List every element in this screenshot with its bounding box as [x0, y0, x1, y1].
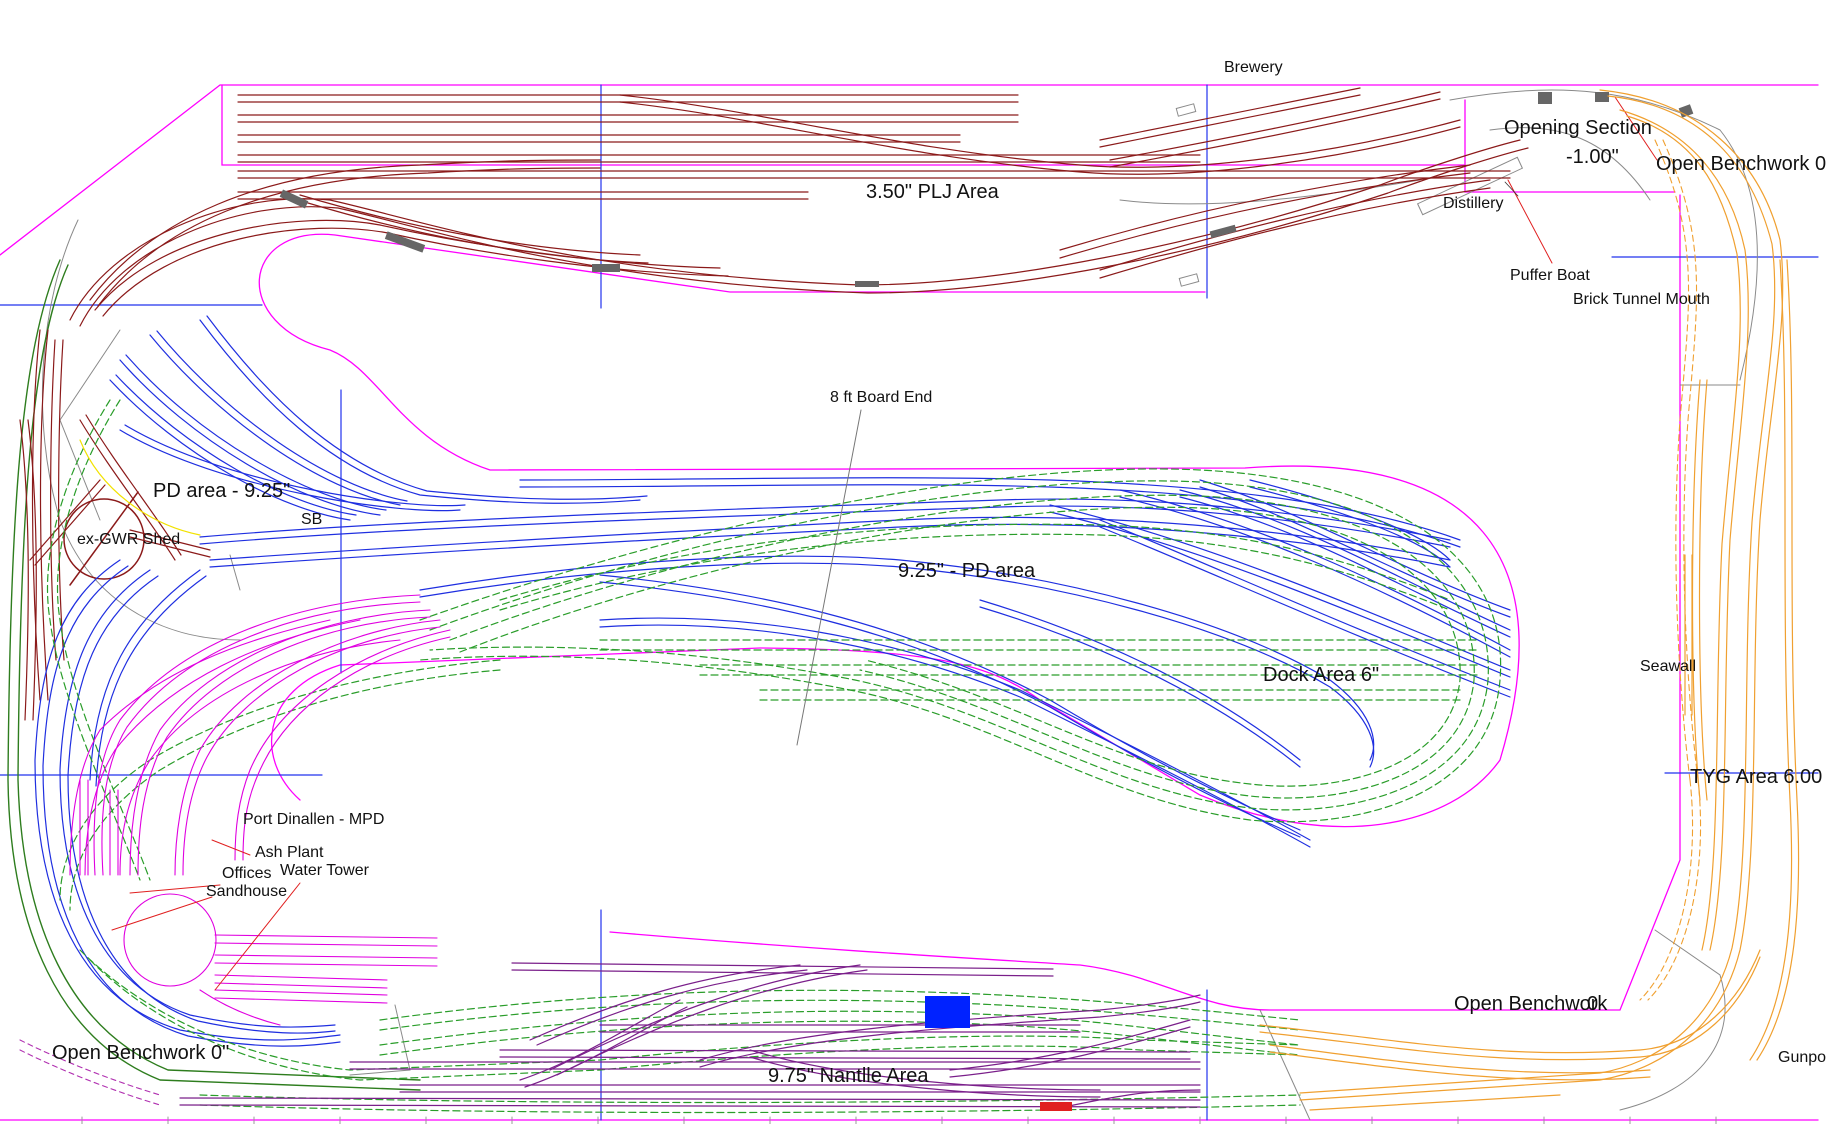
label-opening-section: Opening Section	[1504, 117, 1652, 139]
tyg-dashed-track	[1639, 139, 1702, 1001]
building-blue	[925, 996, 970, 1028]
baseboard-outline	[0, 84, 1819, 1121]
label-open-benchwork-top: Open Benchwork 0	[1656, 153, 1826, 175]
outer-loop-track	[7, 259, 421, 1091]
label-open-benchwork-right-suffix: 0	[1587, 993, 1599, 1015]
ash-plant-line	[111, 96, 1658, 991]
hidden-dashed-track	[46, 399, 1502, 1114]
label-seawall: Seawall	[1640, 658, 1697, 675]
label-sb: SB	[301, 511, 323, 528]
label-puffer-boat: Puffer Boat	[1510, 267, 1590, 284]
label-dock-area: Dock Area 6"	[1263, 664, 1380, 686]
nantlle-dashed-tail	[19, 1039, 161, 1106]
label-opening-offset: -1.00"	[1566, 146, 1619, 168]
pd-area-track	[34, 315, 1511, 1047]
label-pd-area-centre: 9.25" - PD area	[898, 560, 1036, 582]
label-water-tower: Water Tower	[280, 862, 369, 879]
label-brick-tunnel-mouth: Brick Tunnel Mouth	[1573, 291, 1710, 308]
label-nantlle-area: 9.75" Nantlle Area	[768, 1065, 929, 1087]
label-pd-area-left: PD area - 9.25"	[153, 480, 291, 502]
label-gunpowder: Gunpo	[1778, 1049, 1826, 1066]
label-offices: Offices	[222, 865, 272, 882]
loco-red	[1040, 1102, 1072, 1111]
tyg-area-track	[1259, 89, 1800, 1111]
board-end-line	[796, 409, 862, 746]
label-sandhouse: Sandhouse	[206, 883, 287, 900]
label-tyg-area: TYG Area 6.00	[1690, 766, 1823, 788]
label-brewery: Brewery	[1224, 59, 1283, 76]
bottom-scale-ticks	[81, 1116, 1717, 1124]
board-joins	[0, 84, 1819, 1121]
label-ash-plant: Ash Plant	[255, 844, 324, 861]
label-ex-gwr-shed: ex-GWR Shed	[77, 531, 181, 548]
label-distillery: Distillery	[1443, 195, 1504, 212]
label-open-benchwork-right: Open Benchwork	[1454, 993, 1608, 1015]
yellow-track	[79, 439, 201, 536]
scenery-outlines	[41, 89, 1758, 1121]
ex-gwr-turntable	[63, 491, 145, 586]
mpd-track	[69, 594, 451, 1026]
label-leaders	[1504, 181, 1519, 197]
plj-rolling-stock	[279, 92, 1694, 287]
nantlle-area-track	[179, 962, 1201, 1111]
plj-area-track	[19, 87, 1529, 721]
label-port-dinallen-mpd: Port Dinallen - MPD	[243, 811, 385, 828]
label-board-end: 8 ft Board End	[830, 389, 933, 406]
label-open-benchwork-left: Open Benchwork 0"	[52, 1042, 230, 1064]
label-plj-area: 3.50" PLJ Area	[866, 181, 999, 203]
